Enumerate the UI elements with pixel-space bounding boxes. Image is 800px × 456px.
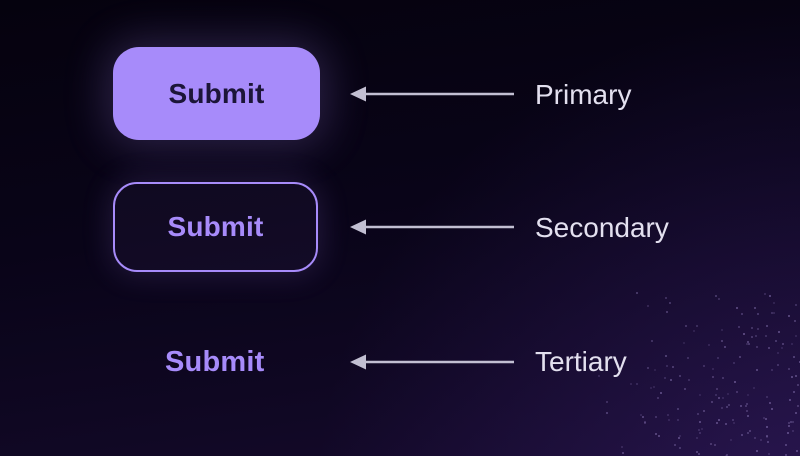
arrow-left-icon xyxy=(350,354,514,370)
arrow-left-icon xyxy=(350,86,514,102)
arrow-left-icon xyxy=(350,219,514,235)
annotation-tertiary: Tertiary xyxy=(535,346,627,377)
annotation-primary: Primary xyxy=(535,79,632,110)
annotation-secondary: Secondary xyxy=(535,212,669,243)
secondary-submit-button[interactable]: Submit xyxy=(113,182,318,272)
primary-submit-button[interactable]: Submit xyxy=(113,47,320,140)
tertiary-submit-button[interactable]: Submit xyxy=(165,344,264,380)
